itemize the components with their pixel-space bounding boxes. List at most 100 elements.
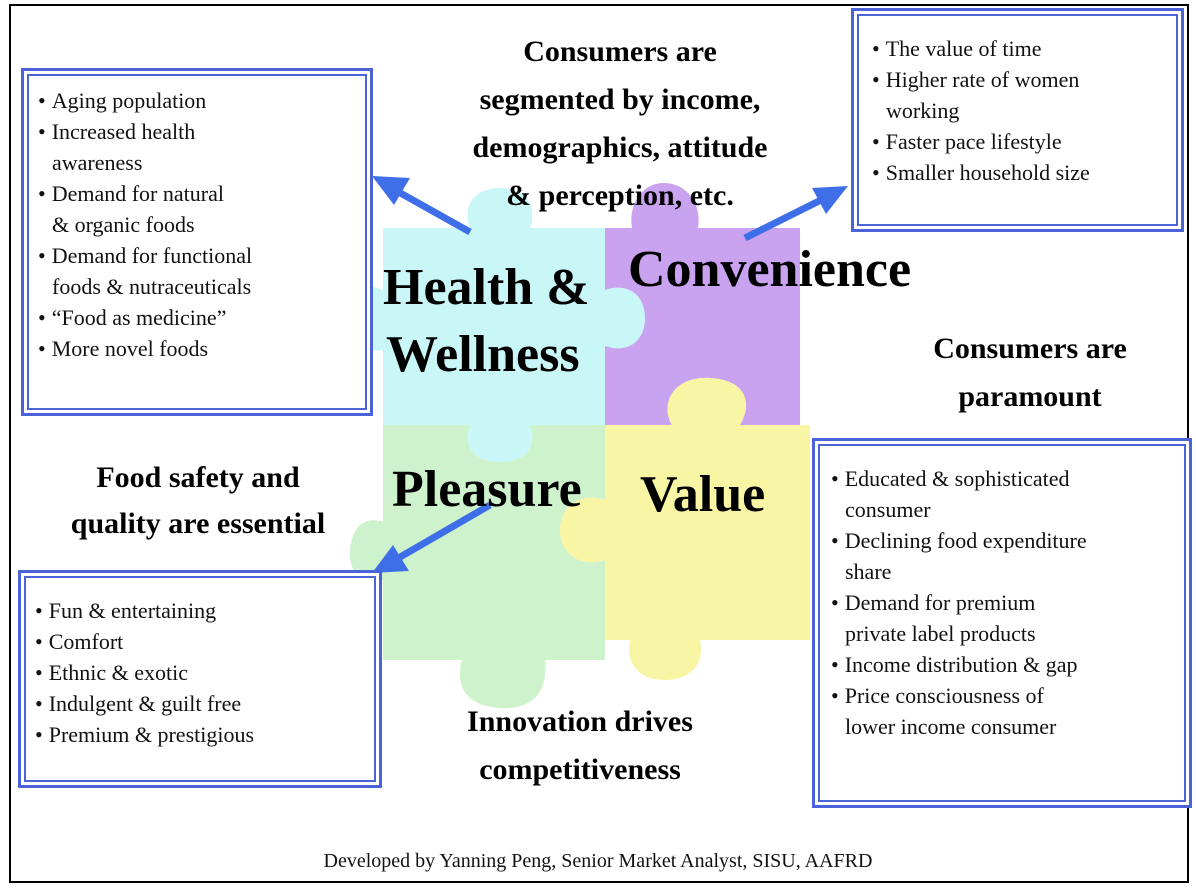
health-trend-item: •Demand for functional	[38, 240, 370, 271]
pleasure-trend-item: •Indulgent & guilt free	[35, 688, 379, 719]
bullet-glyph: •	[872, 36, 880, 61]
bullet-glyph: •	[38, 243, 46, 268]
trend-text: Declining food expenditure	[844, 528, 1087, 553]
trend-text: Indulgent & guilt free	[48, 691, 242, 716]
trend-text: Premium & prestigious	[48, 722, 255, 747]
arrow-to-pleasure-box	[372, 501, 492, 573]
trend-text: Demand for functional	[51, 243, 253, 268]
puzzle-piece-convenience	[605, 182, 800, 425]
bullet-glyph: •	[872, 67, 880, 92]
label-pleasure: Pleasure	[392, 461, 582, 518]
bullet-glyph: •	[831, 652, 839, 677]
puzzle-piece-pleasure	[349, 425, 605, 709]
convenience-trend-item: •Faster pace lifestyle	[872, 126, 1181, 157]
value-trend-item: •Price consciousness of	[831, 680, 1189, 711]
bullet-glyph: •	[38, 305, 46, 330]
bullet-glyph: •	[831, 590, 839, 615]
pleasure-trends-list: •Fun & entertaining•Comfort•Ethnic & exo…	[35, 595, 379, 750]
callout-paramount: Consumers are paramount	[933, 332, 1127, 413]
trend-text: awareness	[52, 150, 143, 175]
callout-segmented: Consumers are segmented by income, demog…	[472, 35, 768, 212]
convenience-trend-item: •The value of time	[872, 33, 1181, 64]
bullet-glyph: •	[831, 466, 839, 491]
convenience-trend-item: •Smaller household size	[872, 157, 1181, 188]
trend-text: Higher rate of women	[885, 67, 1080, 92]
pleasure-trend-item: •Fun & entertaining	[35, 595, 379, 626]
health-trend-item: •Demand for natural	[38, 178, 370, 209]
health-trend-item: •Increased health	[38, 116, 370, 147]
health-trend-item: awareness	[38, 147, 370, 178]
pleasure-trend-item: •Premium & prestigious	[35, 719, 379, 750]
bullet-glyph: •	[35, 722, 43, 747]
value-trend-item: •Income distribution & gap	[831, 649, 1189, 680]
bullet-glyph: •	[38, 119, 46, 144]
trend-text: Demand for premium	[844, 590, 1036, 615]
bullet-glyph: •	[35, 629, 43, 654]
trend-text: Income distribution & gap	[844, 652, 1078, 677]
bullet-glyph: •	[872, 160, 880, 185]
trend-text: & organic foods	[52, 212, 195, 237]
arrow-to-health-box	[372, 176, 472, 236]
convenience-trend-item: •Higher rate of women	[872, 64, 1181, 95]
trend-text: Smaller household size	[885, 160, 1090, 185]
callout-innovation: Innovation drives competitiveness	[467, 705, 693, 786]
trend-text: Ethnic & exotic	[48, 660, 188, 685]
value-trend-item: •Educated & sophisticated	[831, 463, 1189, 494]
bullet-glyph: •	[831, 528, 839, 553]
trend-text: private label products	[845, 621, 1036, 646]
health-trend-item: •“Food as medicine”	[38, 302, 370, 333]
health-trend-item: •More novel foods	[38, 333, 370, 364]
credit-footer: Developed by Yanning Peng, Senior Market…	[323, 850, 873, 872]
value-trend-item: share	[831, 556, 1189, 587]
trend-text: Price consciousness of	[844, 683, 1044, 708]
puzzle-piece-health	[309, 188, 645, 462]
bullet-glyph: •	[35, 691, 43, 716]
pleasure-trend-item: •Ethnic & exotic	[35, 657, 379, 688]
trend-text: lower income consumer	[845, 714, 1057, 739]
trend-text: working	[886, 98, 960, 123]
trend-text: Faster pace lifestyle	[885, 129, 1062, 154]
value-trend-item: •Declining food expenditure	[831, 525, 1189, 556]
trend-text: The value of time	[885, 36, 1042, 61]
bullet-glyph: •	[831, 683, 839, 708]
puzzle-piece-value	[560, 377, 810, 680]
bullet-glyph: •	[38, 181, 46, 206]
bullet-glyph: •	[38, 88, 46, 113]
callout-safety: Food safety and quality are essential	[70, 461, 326, 540]
trend-text: Fun & entertaining	[48, 598, 217, 623]
health-trend-item: •Aging population	[38, 85, 370, 116]
health-trend-item: & organic foods	[38, 209, 370, 240]
health-trend-item: foods & nutraceuticals	[38, 271, 370, 302]
bullet-glyph: •	[35, 660, 43, 685]
trend-text: More novel foods	[51, 336, 209, 361]
bullet-glyph: •	[872, 129, 880, 154]
pleasure-trends-box: •Fun & entertaining•Comfort•Ethnic & exo…	[18, 570, 382, 788]
arrow-to-convenience-box	[743, 186, 848, 242]
label-value: Value	[640, 466, 766, 523]
trend-text: Demand for natural	[51, 181, 224, 206]
label-health: Health &	[383, 259, 590, 316]
convenience-trend-item: working	[872, 95, 1181, 126]
value-trend-item: consumer	[831, 494, 1189, 525]
trend-text: Increased health	[51, 119, 196, 144]
trend-text: foods & nutraceuticals	[52, 274, 252, 299]
pleasure-trend-item: •Comfort	[35, 626, 379, 657]
trend-text: share	[845, 559, 892, 584]
trend-text: Educated & sophisticated	[844, 466, 1070, 491]
label-convenience: Convenience	[628, 241, 912, 298]
label-wellness: Wellness	[386, 326, 580, 383]
bullet-glyph: •	[35, 598, 43, 623]
value-trend-item: private label products	[831, 618, 1189, 649]
value-trend-item: lower income consumer	[831, 711, 1189, 742]
bullet-glyph: •	[38, 336, 46, 361]
trend-text: Comfort	[48, 629, 124, 654]
trend-text: “Food as medicine”	[51, 305, 227, 330]
value-trend-item: •Demand for premium	[831, 587, 1189, 618]
